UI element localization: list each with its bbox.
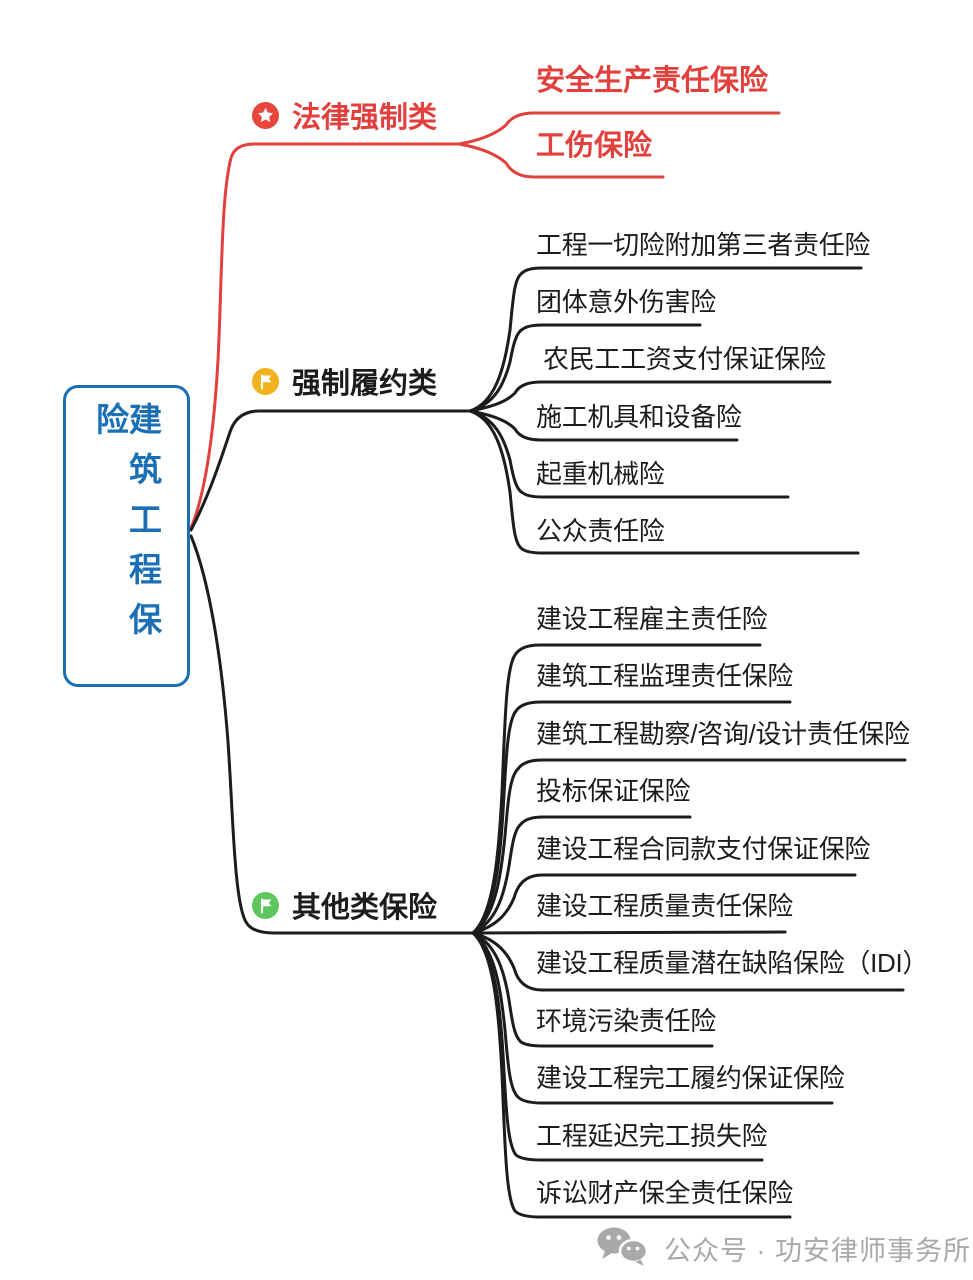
link-legal-child2 bbox=[457, 142, 665, 179]
insurance-item: 建设工程质量潜在缺陷保险（IDI） bbox=[536, 948, 929, 978]
insurance-item: 施工机具和设备险 bbox=[536, 402, 742, 432]
root-node: 建筑工程保险 bbox=[63, 385, 190, 687]
insurance-item: 建设工程完工履约保证保险 bbox=[536, 1063, 845, 1093]
branch-label-legal-mandatory: 法律强制类 bbox=[252, 99, 437, 134]
branch-label-performance: 强制履约类 bbox=[252, 365, 437, 400]
insurance-item: 建设工程质量责任保险 bbox=[536, 891, 794, 921]
flag-icon bbox=[252, 891, 279, 919]
branch-label-other: 其他类保险 bbox=[252, 889, 437, 924]
wechat-icon bbox=[594, 1225, 650, 1272]
link-root-legal bbox=[189, 142, 461, 530]
link-root-performance bbox=[189, 409, 472, 532]
root-label: 建筑工程保险 bbox=[91, 402, 162, 652]
footer-watermark: 公众号 · 功安律师事务所 bbox=[594, 1225, 971, 1272]
insurance-item: 工程延迟完工损失险 bbox=[536, 1121, 768, 1151]
insurance-item: 农民工工资支付保证保险 bbox=[543, 344, 826, 374]
insurance-item: 建筑工程监理责任保险 bbox=[536, 661, 794, 691]
insurance-item: 建设工程雇主责任险 bbox=[536, 604, 768, 634]
insurance-item: 环境污染责任险 bbox=[536, 1006, 716, 1036]
branch-label-text: 强制履约类 bbox=[292, 368, 438, 400]
insurance-item: 团体意外伤害险 bbox=[536, 287, 716, 317]
insurance-item: 公众责任险 bbox=[536, 516, 665, 546]
insurance-item: 工伤保险 bbox=[536, 130, 653, 162]
insurance-item: 起重机械险 bbox=[536, 459, 665, 489]
star-icon bbox=[252, 101, 279, 129]
insurance-item: 建设工程合同款支付保证保险 bbox=[536, 834, 871, 864]
insurance-item: 安全生产责任保险 bbox=[536, 65, 769, 97]
flag-icon bbox=[252, 367, 279, 395]
link-legal-child1 bbox=[457, 111, 781, 146]
branch-label-text: 其他类保险 bbox=[292, 892, 438, 924]
link-root-other bbox=[189, 534, 475, 935]
insurance-item: 投标保证保险 bbox=[536, 776, 691, 806]
branch-label-text: 法律强制类 bbox=[292, 102, 438, 134]
footer-label: 公众号 · 功安律师事务所 bbox=[664, 1236, 971, 1266]
insurance-item: 建筑工程勘察/咨询/设计责任保险 bbox=[536, 719, 910, 749]
insurance-item: 工程一切险附加第三者责任险 bbox=[536, 230, 871, 260]
insurance-item: 诉讼财产保全责任保险 bbox=[536, 1178, 794, 1208]
